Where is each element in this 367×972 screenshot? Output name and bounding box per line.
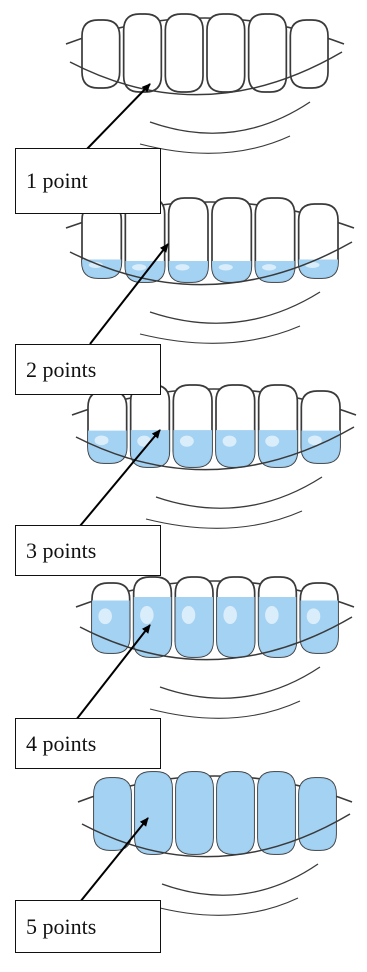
- label-5-points: 5 points: [15, 900, 161, 953]
- teeth-stage-2: [66, 198, 354, 343]
- teeth-stage-5: [78, 772, 352, 915]
- label-4-points: 4 points: [15, 718, 161, 769]
- teeth-stage-3: [72, 385, 356, 528]
- label-3-points: 3 points: [15, 525, 161, 576]
- teeth-stage-4: [76, 577, 354, 718]
- arrow-1: [86, 84, 150, 150]
- label-2-points: 2 points: [15, 344, 161, 395]
- teeth-stage-1: [66, 14, 344, 153]
- label-1-point: 1 point: [15, 148, 161, 214]
